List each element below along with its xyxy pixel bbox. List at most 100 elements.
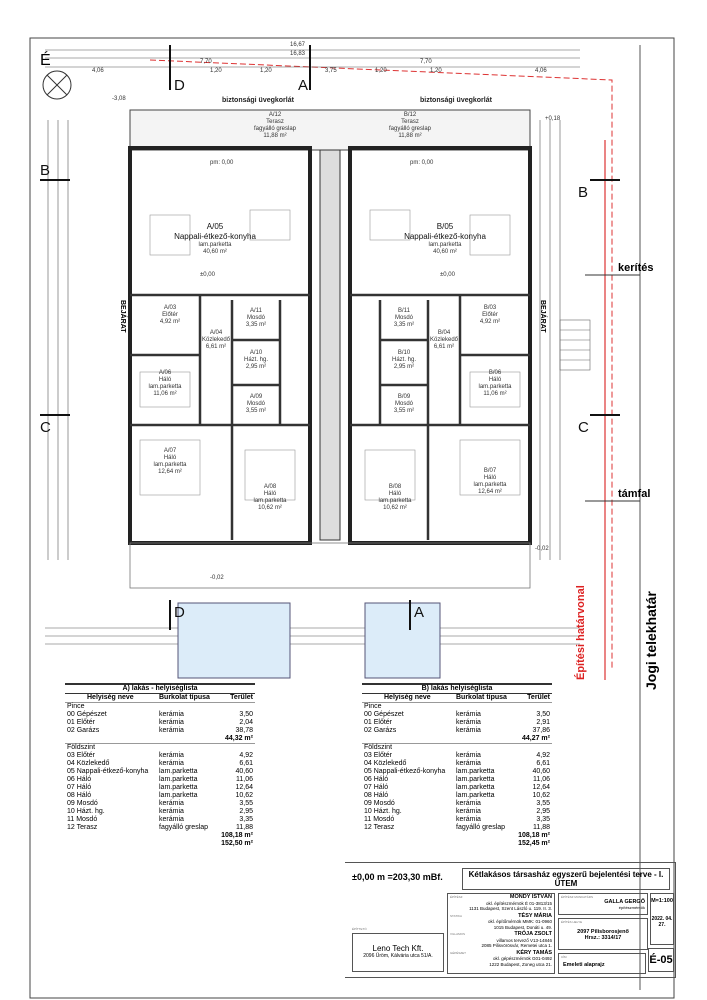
title-block xyxy=(345,862,676,978)
dim: 1,20 xyxy=(210,68,222,74)
text: 2085 Pilisvörösvár, Remetei utca 1. xyxy=(481,943,552,948)
entrance-label-b: BEJÁRAT xyxy=(539,300,546,333)
text: CÍM xyxy=(561,955,567,959)
text: 10,62 m² xyxy=(258,505,282,511)
text: villamos tervező V13-14846 xyxy=(496,937,552,943)
text: lam.parketta xyxy=(478,384,512,390)
text: Terület xyxy=(230,694,253,701)
text: 6,61 xyxy=(536,760,550,767)
text: kerámia xyxy=(456,808,481,815)
text: Háló xyxy=(263,491,277,497)
text: 12,64 m² xyxy=(478,489,502,495)
text: lam.parketta xyxy=(456,776,495,783)
level: pm: 0,00 xyxy=(210,160,234,166)
text: 38,78 xyxy=(235,727,253,734)
text: 2,95 xyxy=(536,808,550,815)
text: Terasz xyxy=(266,119,284,125)
text: A/10 xyxy=(249,350,263,356)
text: 10 Házt. hg. xyxy=(364,808,402,815)
level: -0,02 xyxy=(535,546,549,552)
section-mark-d: D xyxy=(174,604,185,621)
text: kerámia xyxy=(456,752,481,759)
text: B/10 xyxy=(397,350,411,356)
text: 6,61 xyxy=(239,760,253,767)
text: TÉSY MÁRIA xyxy=(518,912,552,919)
text: 11,88 xyxy=(236,824,253,831)
text: 11,06 xyxy=(533,776,550,783)
scale: M=1:100 xyxy=(651,898,673,904)
text: kerámia xyxy=(456,727,481,734)
text: lam.parketta xyxy=(456,784,495,791)
dim: 4,06 xyxy=(535,68,547,74)
text: Közlekedő xyxy=(201,337,231,343)
north-icon xyxy=(42,70,72,100)
section-mark-a: A xyxy=(298,77,309,94)
text: 6,61 m² xyxy=(433,344,455,350)
text: ÉPÍTÉSZ xyxy=(450,895,463,899)
text: kerámia xyxy=(159,816,184,823)
text: 2,95 m² xyxy=(245,364,267,370)
text: 02 Garázs xyxy=(67,727,100,734)
text: 3,35 xyxy=(239,816,253,823)
text: 07 Háló xyxy=(364,784,389,791)
text: Mosdó xyxy=(394,315,413,321)
text: 1222 Budapest, Zoneg utca 21. xyxy=(489,961,552,967)
text: A/08 xyxy=(263,484,277,490)
text: 01 Előtér xyxy=(364,719,393,726)
text: 3,55 m² xyxy=(245,408,267,414)
terrace xyxy=(129,109,531,151)
text: lam.parketta xyxy=(473,482,507,488)
text: Pince xyxy=(362,702,552,711)
text: lam.parketta xyxy=(159,776,198,783)
text: 108,18 m² xyxy=(518,832,550,839)
text: A) lakás - helyiséglista xyxy=(65,683,255,694)
text: lam.parketta xyxy=(153,462,187,468)
text: 04 Közlekedő xyxy=(364,760,407,767)
dim: 7,70 xyxy=(200,59,212,65)
text: 10,62 xyxy=(532,792,550,799)
text: Emeleti alaprajz xyxy=(563,962,605,968)
text: 06 Háló xyxy=(67,776,92,783)
text: Mosdó xyxy=(246,401,265,407)
text: fagyálló greslap xyxy=(253,126,297,132)
text: Terület xyxy=(527,694,550,701)
section-mark-d: D xyxy=(174,77,185,94)
text: A/12 xyxy=(268,112,282,118)
text: kerámia xyxy=(159,752,184,759)
text: 40,60 xyxy=(235,768,253,775)
text: A/04 xyxy=(209,330,223,336)
text: A/05 xyxy=(206,222,224,231)
text: 11,88 m² xyxy=(263,133,287,139)
text: Háló xyxy=(163,455,177,461)
text: 03 Előtér xyxy=(364,752,393,759)
text: 00 Gépészet xyxy=(67,711,107,718)
text: lam.parketta xyxy=(456,792,495,799)
text: B/06 xyxy=(488,370,502,376)
section-mark-b: B xyxy=(40,162,51,179)
text: 2096 Üröm, Kálvária utca 51/A. xyxy=(363,953,433,959)
text: B/05 xyxy=(436,222,454,231)
boundary-line xyxy=(149,59,613,670)
text: A/09 xyxy=(249,394,263,400)
text: 1015 Budapest, Donáti u. 49. xyxy=(493,924,552,930)
text: Pince xyxy=(65,702,255,711)
railing-label-b: biztonsági üvegkorlát xyxy=(420,97,492,104)
text: kerámia xyxy=(456,760,481,767)
text: lam.parketta xyxy=(148,384,182,390)
text: 11,88 m² xyxy=(398,133,422,139)
pool-b xyxy=(364,602,441,679)
text: Házt. hg. xyxy=(243,357,268,363)
text: kerámia xyxy=(159,760,184,767)
text: Háló xyxy=(158,377,172,383)
north-label: É xyxy=(40,52,51,69)
client-label: ÉPÍTTETŐ xyxy=(352,927,367,931)
